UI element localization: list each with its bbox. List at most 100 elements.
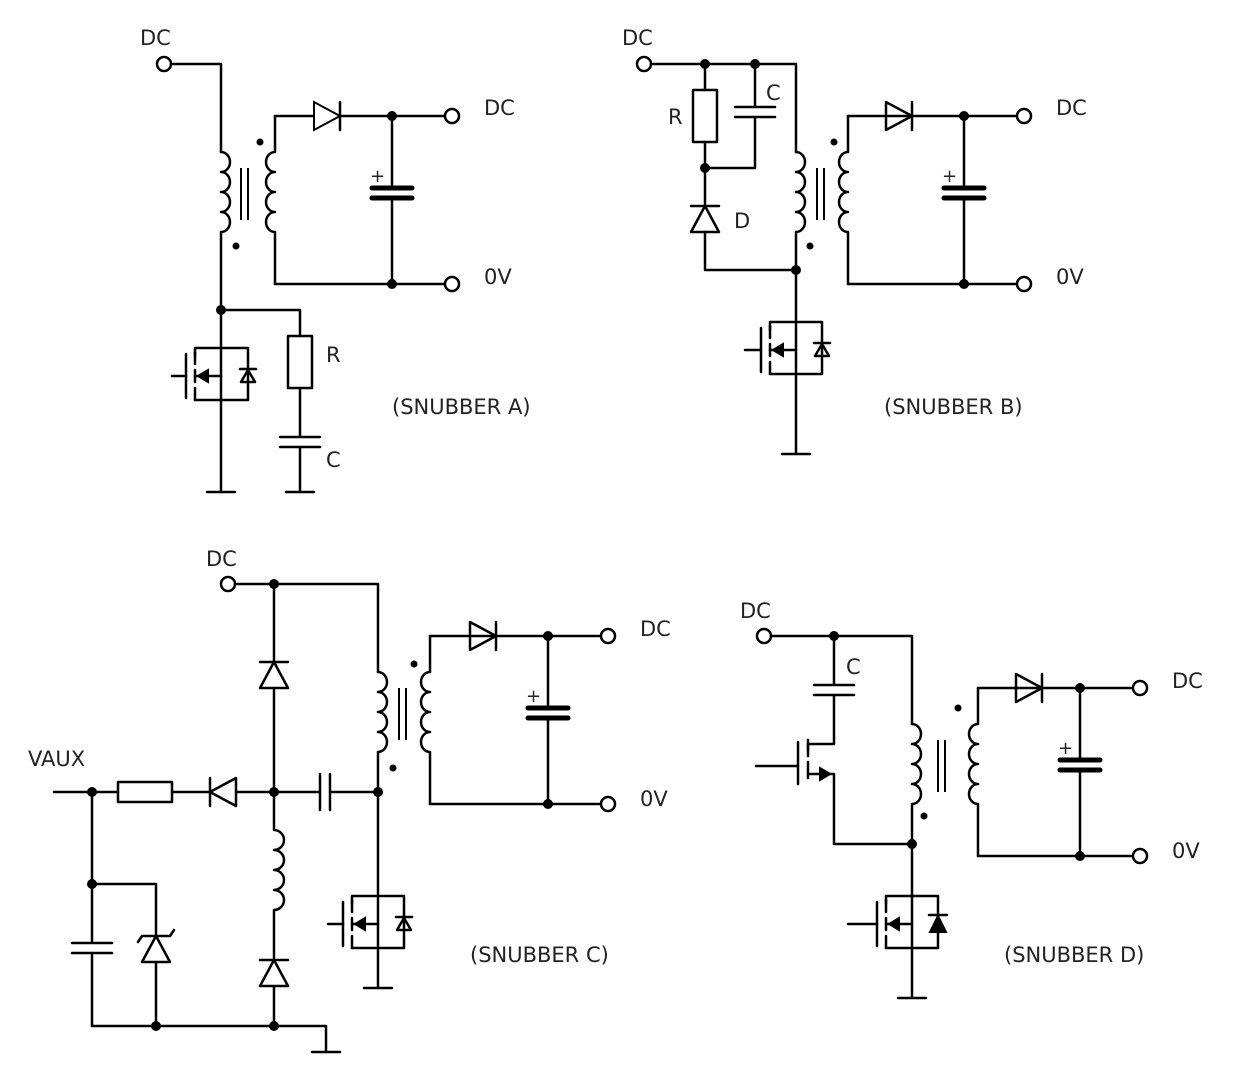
snubber-a-body-diode bbox=[239, 368, 257, 384]
snubber-d-dc-out-terminal bbox=[1131, 679, 1149, 697]
snubber-b-circuit: DC R C D DC + 0V (SNU bbox=[622, 26, 1087, 456]
snubber-c-0v-label: 0V bbox=[640, 787, 668, 811]
snubber-b-dc-out-label: DC bbox=[1056, 96, 1087, 120]
snubber-b-secondary-polarity-dot bbox=[830, 138, 838, 146]
snubber-a-primary-polarity-dot bbox=[232, 242, 240, 250]
snubber-d-body-diode bbox=[928, 913, 948, 933]
snubber-d-0v-label: 0V bbox=[1172, 839, 1200, 863]
snubber-a-dc-in-label: DC bbox=[140, 26, 171, 50]
snubber-b-secondary-coil bbox=[837, 114, 850, 286]
snubber-d-dc-in-label: DC bbox=[740, 599, 771, 623]
snubber-b-output-diode bbox=[884, 100, 914, 132]
snubber-b-d-wire-bottom bbox=[703, 230, 798, 272]
snubber-b-caption: (SNUBBER B) bbox=[884, 395, 1023, 419]
snubber-a-rc-wire bbox=[219, 308, 302, 338]
snubber-a-primary-feed bbox=[169, 62, 223, 154]
snubber-c-bottom-junction-2 bbox=[269, 1021, 279, 1031]
snubber-d-mosfet-source-lead bbox=[884, 946, 914, 1000]
snubber-c-dc-out-terminal bbox=[599, 627, 617, 645]
snubber-b-primary-polarity-dot bbox=[806, 242, 814, 250]
snubber-a-output-diode bbox=[313, 100, 343, 132]
snubber-c-upper-diode bbox=[258, 660, 290, 690]
snubber-c-primary-coil bbox=[376, 670, 389, 794]
snubber-d-aux-mosfet-source bbox=[806, 772, 914, 846]
snubber-c-mosfet-drain-lead bbox=[350, 894, 380, 906]
snubber-d-circuit: DC C DC + 0V (SNUBBER D) bbox=[740, 599, 1203, 1000]
snubber-d-output-junction-bottom bbox=[1075, 851, 1085, 861]
snubber-b-r-label: R bbox=[668, 105, 683, 129]
snubber-a-secondary-polarity-dot bbox=[256, 138, 264, 146]
snubber-c-zener-wire-top bbox=[90, 882, 158, 938]
snubber-a-c-label: C bbox=[326, 448, 341, 472]
snubber-b-mosfet-drain-lead bbox=[768, 320, 798, 332]
snubber-d-dc-out-label: DC bbox=[1172, 669, 1203, 693]
snubber-c-dc-out-label: DC bbox=[640, 617, 671, 641]
snubber-d-top-wire bbox=[769, 634, 914, 726]
snubber-a-output-junction-bottom bbox=[387, 279, 397, 289]
snubber-c-resistor bbox=[116, 780, 174, 804]
snubber-b-top-wire bbox=[649, 62, 798, 154]
snubber-c-inductor bbox=[272, 790, 286, 960]
snubber-b-body-diode bbox=[813, 342, 831, 358]
snubber-d-aux-mosfet-arrow bbox=[819, 766, 832, 782]
snubber-b-c-label: C bbox=[766, 81, 781, 105]
snubber-c-bottom-wire bbox=[90, 1024, 328, 1054]
snubber-a-dc-in-terminal bbox=[155, 55, 173, 73]
snubber-c-secondary-coil bbox=[419, 634, 432, 806]
snubber-d-dc-in-terminal bbox=[755, 627, 773, 645]
snubber-b-output-junction-bottom bbox=[959, 279, 969, 289]
snubber-b-c-wire-bottom bbox=[703, 115, 757, 170]
snubber-b-dc-in-terminal bbox=[635, 55, 653, 73]
snubber-d-mosfet-drain-lead bbox=[884, 894, 914, 906]
snubber-b-body-diode-wire bbox=[794, 320, 824, 376]
snubber-a-circuit: DC DC + 0V R C (SNUBBER A) bbox=[140, 26, 531, 494]
snubber-c-dc-in-terminal bbox=[219, 575, 237, 593]
snubber-a-body-diode-wire bbox=[219, 346, 250, 402]
snubber-a-resistor bbox=[286, 334, 314, 390]
snubber-d-c-label: C bbox=[846, 655, 861, 679]
snubber-c-secondary-polarity-dot bbox=[410, 660, 418, 668]
snubber-c-output-junction-bottom bbox=[543, 799, 553, 809]
snubber-b-0v-label: 0V bbox=[1056, 265, 1084, 289]
snubber-c-dc-in-label: DC bbox=[206, 547, 237, 571]
snubber-c-mosfet-source-lead bbox=[350, 946, 380, 990]
snubber-a-0v-label: 0V bbox=[484, 265, 512, 289]
snubber-d-cap-plus: + bbox=[1058, 738, 1073, 759]
snubber-b-mosfet-arrow bbox=[771, 342, 784, 358]
snubber-b-mosfet-source-lead bbox=[768, 372, 798, 456]
snubber-d-primary-coil bbox=[910, 722, 923, 846]
snubber-c-output-diode bbox=[468, 620, 498, 652]
snubber-c-bottom-junction-1 bbox=[151, 1021, 161, 1031]
snubber-c-vaux-label: VAUX bbox=[28, 747, 85, 771]
snubber-d-secondary-polarity-dot bbox=[954, 704, 962, 712]
snubber-c-zener-bar bbox=[136, 928, 176, 944]
snubber-c-lower-diode bbox=[258, 958, 290, 988]
snubber-a-mosfet-source-lead bbox=[193, 398, 223, 494]
snubber-d-0v-terminal bbox=[1131, 847, 1149, 865]
snubber-c-aux-diode bbox=[208, 776, 238, 808]
snubber-a-r-label: R bbox=[326, 343, 341, 367]
snubber-d-primary-polarity-dot bbox=[920, 812, 928, 820]
snubber-a-dc-out-label: DC bbox=[484, 96, 515, 120]
snubber-c-body-diode bbox=[395, 916, 413, 932]
snubber-a-caption: (SNUBBER A) bbox=[392, 395, 531, 419]
snubber-a-secondary-coil bbox=[264, 114, 277, 286]
snubber-c-primary-polarity-dot bbox=[389, 764, 397, 772]
snubber-b-primary-coil bbox=[794, 150, 807, 272]
snubber-d-caption: (SNUBBER D) bbox=[1004, 943, 1144, 967]
snubber-c-circuit: DC VAUX DC + bbox=[28, 547, 671, 1054]
snubber-a-mosfet-drain-lead bbox=[193, 346, 223, 358]
snubber-c-zener-diode bbox=[140, 934, 172, 964]
snubber-c-cap-plus: + bbox=[526, 686, 541, 707]
snubber-c-0v-terminal bbox=[599, 795, 617, 813]
snubber-b-diode-d bbox=[689, 204, 721, 234]
snubber-b-dc-in-label: DC bbox=[622, 26, 653, 50]
snubber-b-d-label: D bbox=[734, 209, 750, 233]
snubber-c-mosfet-arrow bbox=[353, 916, 366, 932]
snubber-b-dc-out-terminal bbox=[1015, 107, 1033, 125]
snubber-d-secondary-coil bbox=[967, 686, 980, 858]
snubber-a-mosfet-arrow bbox=[196, 368, 209, 384]
snubber-a-primary-coil bbox=[219, 150, 232, 312]
